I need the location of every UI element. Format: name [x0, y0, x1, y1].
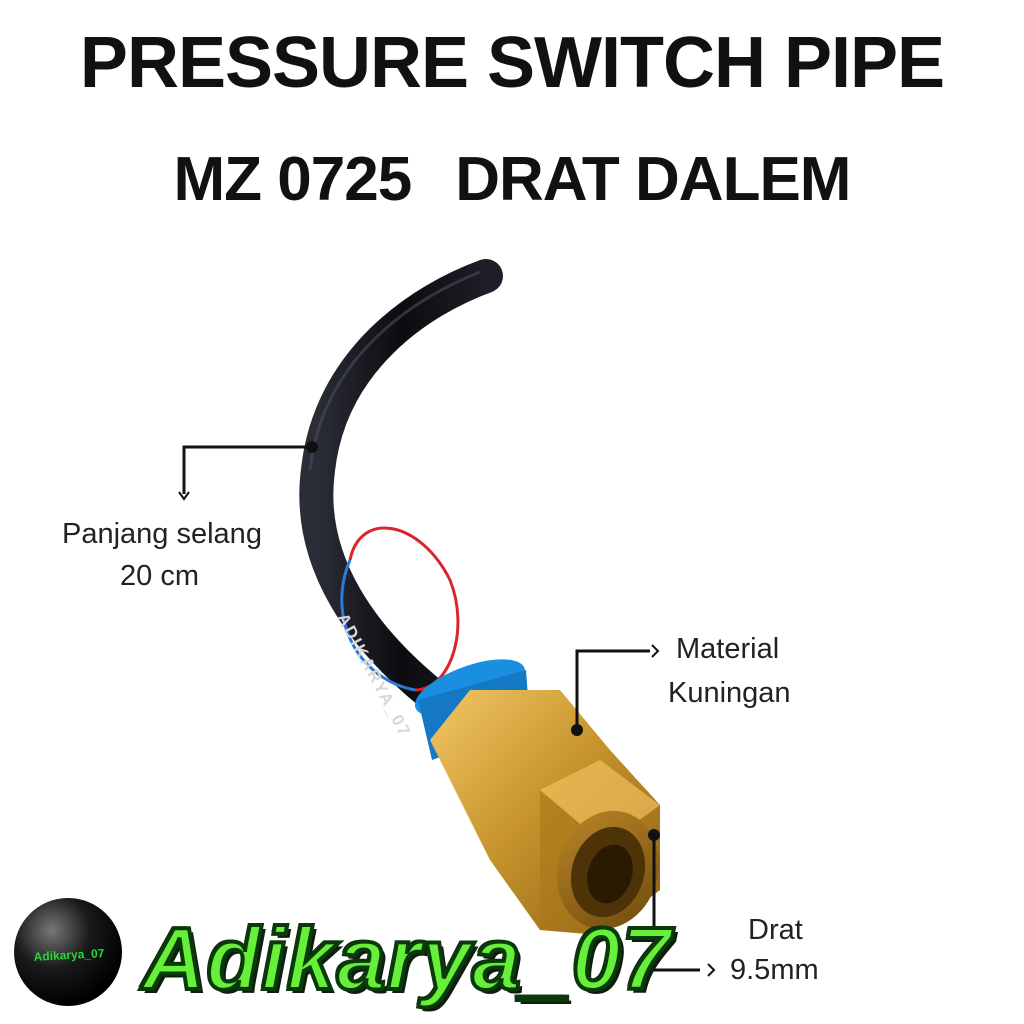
model-code: MZ 0725	[173, 145, 413, 214]
hose-length-label: Panjang selang	[62, 518, 262, 550]
hose	[299, 259, 503, 722]
thread-value: 9.5mm	[730, 954, 819, 986]
product-subtitle: MZ 0725 DRAT DALEM	[0, 140, 1024, 220]
thread-label: Drat	[748, 914, 803, 946]
material-label: Material	[676, 633, 780, 665]
product-title: PRESSURE SWITCH PIPE	[79, 23, 945, 103]
brand-ball	[14, 898, 122, 1006]
hose-length-value: 20 cm	[120, 560, 199, 592]
brand-logo-text: Adikarya_07	[140, 907, 673, 1010]
material-value: Kuningan	[668, 677, 791, 709]
thread-type: DRAT DALEM	[455, 145, 851, 214]
